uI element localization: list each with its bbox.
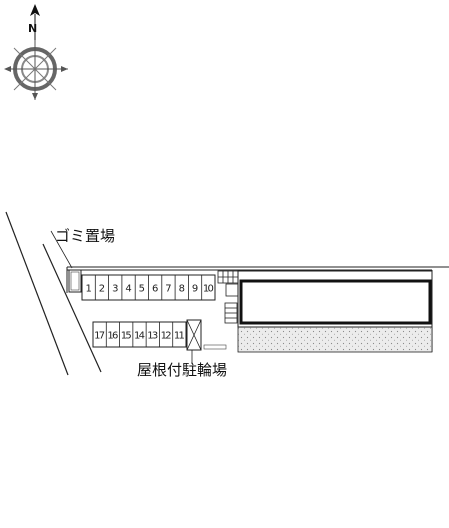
- building: [237, 270, 433, 328]
- parking-spot-number: 8: [179, 284, 185, 295]
- parking-spot-number: 17: [94, 331, 105, 342]
- garbage-area-label: ゴミ置場: [55, 227, 116, 245]
- parking-spot-number: 1: [85, 284, 91, 295]
- gravel-strip: [237, 324, 433, 353]
- north-label: N: [28, 22, 38, 35]
- parking-spot-number: 11: [174, 331, 185, 342]
- bicycle-parking-label: 屋根付駐輪場: [137, 361, 228, 379]
- covered-bicycle-parking: [186, 319, 227, 364]
- parking-spot-number: 2: [99, 284, 105, 295]
- parking-spot-number: 5: [139, 284, 145, 295]
- compass-icon: [4, 4, 68, 100]
- parking-spot-number: 12: [161, 331, 172, 342]
- utility-blocks: [217, 270, 241, 324]
- parking-spot-number: 10: [203, 284, 214, 295]
- parking-spot-number: 3: [112, 284, 118, 295]
- parking-spot-number: 9: [192, 284, 198, 295]
- garbage-area: [50, 230, 82, 293]
- parking-spot-number: 7: [165, 284, 171, 295]
- parking-spot-number: 15: [121, 331, 132, 342]
- parking-spot-number: 14: [134, 331, 145, 342]
- parking-spot-number: 13: [147, 331, 158, 342]
- road: [5, 211, 102, 376]
- parking-spot-number: 16: [107, 331, 118, 342]
- parking-spot-number: 4: [125, 284, 131, 295]
- parking-spot-number: 6: [152, 284, 158, 295]
